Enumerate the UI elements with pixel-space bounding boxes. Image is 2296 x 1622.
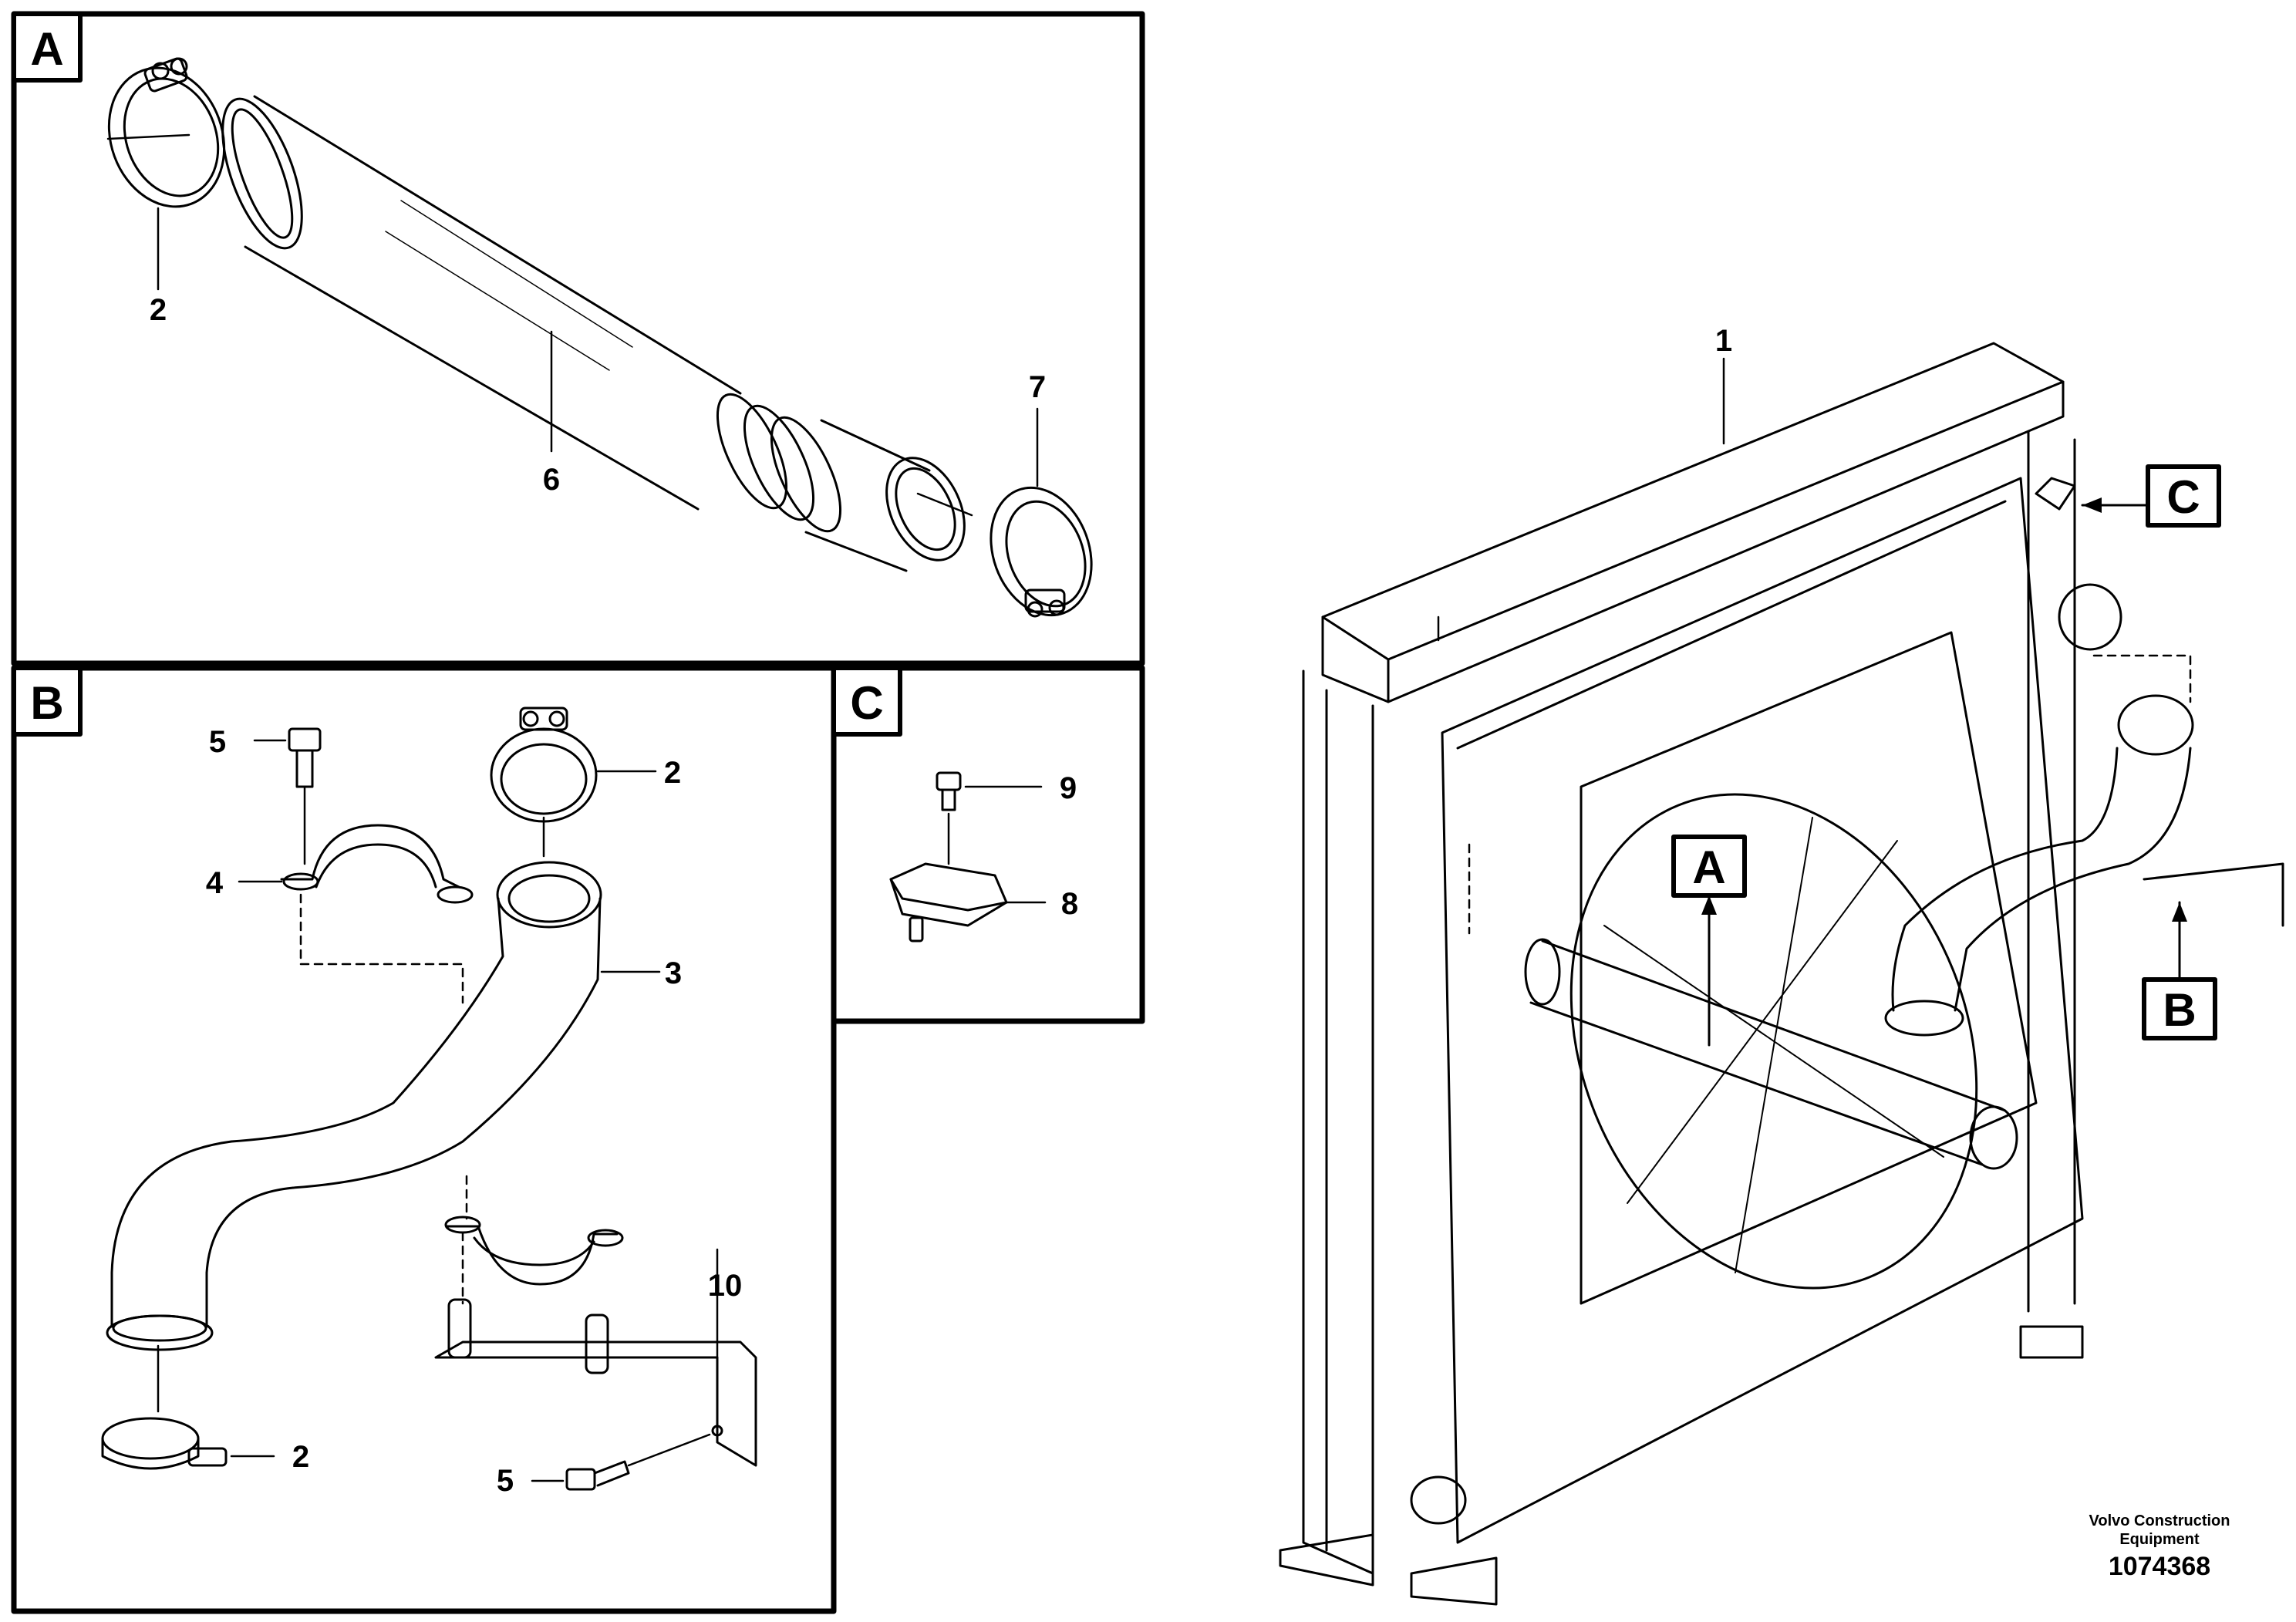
drawing-number: 1074368 bbox=[2109, 1552, 2210, 1581]
saddle-clamp-top bbox=[280, 824, 474, 904]
panel-c-label: C bbox=[850, 677, 883, 729]
part-number-3: 3 bbox=[665, 956, 682, 990]
callout-c-label: C bbox=[2166, 471, 2200, 523]
screw-c bbox=[936, 771, 962, 811]
mounting-bracket bbox=[434, 1248, 757, 1467]
brand-line-1: Volvo Construction bbox=[2089, 1512, 2230, 1529]
part-number-5-a: 5 bbox=[209, 725, 226, 759]
part-number-8: 8 bbox=[1061, 887, 1078, 921]
panel-c-frame bbox=[831, 665, 1145, 1024]
part-number-9: 9 bbox=[1060, 771, 1077, 805]
panel-c-tab bbox=[831, 666, 902, 737]
brand-line-2: Equipment bbox=[2119, 1531, 2200, 1548]
panel-b-frame bbox=[11, 665, 837, 1614]
hose-clamp-b-top bbox=[490, 706, 598, 823]
part-number-4: 4 bbox=[206, 866, 224, 900]
part-number-2-c: 2 bbox=[292, 1440, 309, 1474]
hose-clamp-b-bottom bbox=[101, 1417, 228, 1470]
callout-a-label: A bbox=[1692, 841, 1725, 893]
part-number-10: 10 bbox=[708, 1269, 743, 1303]
callout-c-box bbox=[2146, 464, 2221, 528]
panel-c: C 9 8 bbox=[831, 665, 1145, 1024]
panel-a-tab bbox=[12, 12, 83, 83]
charge-air-pipe bbox=[221, 95, 966, 572]
screw-b-bottom bbox=[565, 1460, 630, 1491]
part-number-2-b: 2 bbox=[664, 756, 681, 790]
pressure-sensor bbox=[889, 862, 1008, 943]
panel-a-label: A bbox=[30, 23, 63, 75]
part-number-6: 6 bbox=[543, 463, 560, 497]
panel-b-tab bbox=[12, 666, 83, 737]
part-number-1: 1 bbox=[1715, 324, 1732, 358]
callout-a-box bbox=[1671, 835, 1747, 898]
hose-clamp-a-left bbox=[107, 57, 226, 208]
panel-b: B 5 4 2 bbox=[11, 665, 837, 1614]
part-number-5-b: 5 bbox=[497, 1464, 514, 1498]
screw-b-top bbox=[288, 727, 322, 788]
bent-charge-pipe bbox=[106, 861, 602, 1351]
hose-clamp-a-right bbox=[990, 486, 1093, 618]
saddle-clamp-bottom bbox=[444, 1216, 624, 1286]
panel-b-label: B bbox=[30, 677, 63, 729]
radiator-assembly bbox=[1279, 342, 2284, 1606]
panel-a: A 2 bbox=[11, 11, 1145, 666]
callout-b-label: B bbox=[2163, 984, 2196, 1036]
panel-a-frame bbox=[11, 11, 1145, 666]
part-number-2-a: 2 bbox=[150, 293, 167, 327]
part-number-7: 7 bbox=[1029, 370, 1046, 404]
